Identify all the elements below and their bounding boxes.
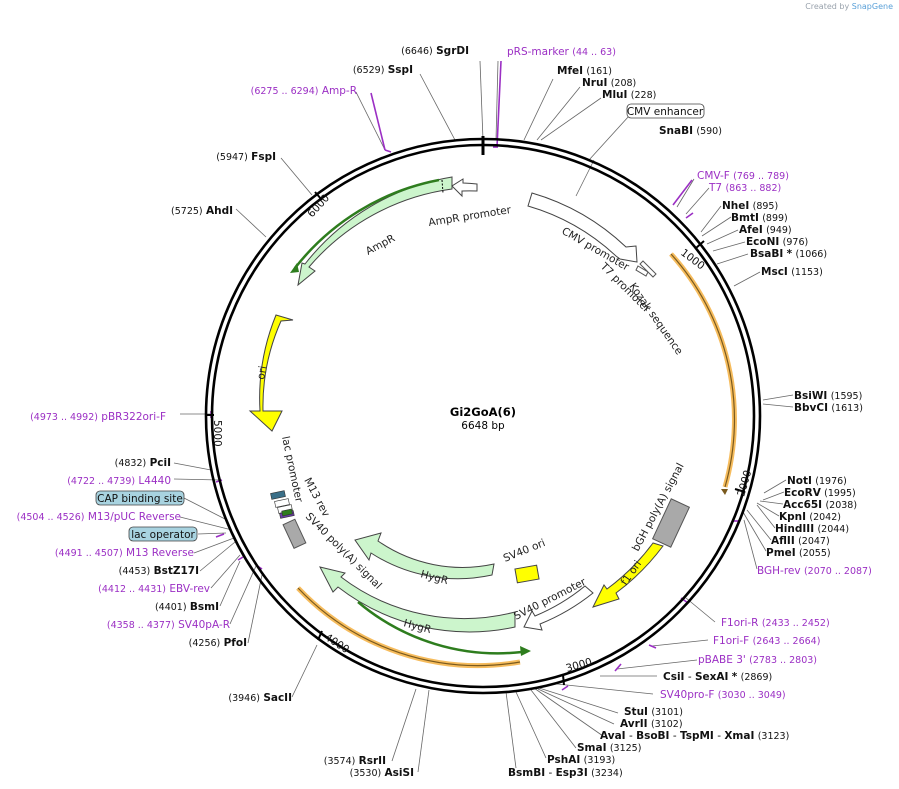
feature-ampr-promoter: AmpR promoter xyxy=(428,204,513,229)
site-msci: MscI (1153) xyxy=(761,266,823,278)
feature-f1-ori: f1 ori xyxy=(619,558,645,587)
site-avrii: AvrII (3102) xyxy=(620,718,683,730)
hygr-green-arrowhead xyxy=(520,646,531,656)
cds-orange-arc-right xyxy=(669,252,737,488)
feature-m13-rev: M13 rev xyxy=(301,476,332,519)
site-pfoi: (4256) PfoI xyxy=(189,637,247,649)
credit-prefix: Created by xyxy=(805,2,850,11)
site-avai: AvaI - BsoBI - TspMI - XmaI (3123) xyxy=(600,730,789,742)
cds-orange-arc-bottom-line xyxy=(297,587,521,667)
site-fspi: (5947) FspI xyxy=(216,151,276,163)
t7-kozak-marks xyxy=(635,260,657,278)
ampr-boundary xyxy=(441,179,444,194)
site-stui: StuI (3101) xyxy=(624,706,683,718)
site-ecorv: EcoRV (1995) xyxy=(784,487,856,499)
snapgene-brand: SnapGene xyxy=(851,2,893,11)
primer-f1ori-f: F1ori-F (2643 .. 2664) xyxy=(713,635,820,647)
site-bsmbi: BsmBI - Esp3I (3234) xyxy=(508,767,623,779)
hygr-green-arc xyxy=(357,601,523,655)
primer-markers xyxy=(210,60,739,691)
lac-operator-box: lac operator xyxy=(128,526,198,542)
primer-l4440: (4722 .. 4739) L4440 xyxy=(67,475,171,487)
cmv-enhancer-label: CMV enhancer xyxy=(627,106,704,118)
primer-pbabe3: pBABE 3' (2783 .. 2803) xyxy=(698,654,817,666)
site-nhei: NheI (895) xyxy=(722,200,778,212)
site-bmti: BmtI (899) xyxy=(731,212,788,224)
site-kpni: KpnI (2042) xyxy=(779,511,841,523)
site-rsrii: (3574) RsrII xyxy=(324,755,386,767)
sv40-ori-box xyxy=(514,564,540,584)
feature-sv40-ori: SV40 ori xyxy=(502,537,547,565)
cap-binding-label: CAP binding site xyxy=(97,493,183,505)
ampr-promoter-arrow xyxy=(451,178,478,198)
site-acc65i: Acc65I (2038) xyxy=(783,499,857,511)
site-sacii: (3946) SacII xyxy=(228,692,292,704)
cmv-promoter-arrow xyxy=(527,192,638,263)
site-noti: NotI (1976) xyxy=(787,475,847,487)
site-bsmi: (4401) BsmI xyxy=(155,601,219,613)
site-pshai: PshAI (3193) xyxy=(547,754,615,766)
site-sgrdi: (6646) SgrDI xyxy=(401,45,469,57)
primer-ebv-rev: (4412 .. 4431) EBV-rev xyxy=(98,583,210,595)
site-mfei: MfeI (161) xyxy=(557,65,612,77)
lac-region-marks xyxy=(270,490,307,549)
primer-bgh-rev: BGH-rev (2070 .. 2087) xyxy=(757,565,872,577)
site-sspi: (6529) SspI xyxy=(353,64,413,76)
primer-sv40pro-f: SV40pro-F (3030 .. 3049) xyxy=(660,689,786,701)
primer-prs-marker: pRS-marker (44 .. 63) xyxy=(507,46,616,58)
ampr-green-arc xyxy=(294,178,440,269)
hygr-outer-arrow xyxy=(319,566,516,633)
cds-orange-arc-right-line xyxy=(670,253,735,488)
primer-t7: T7 (863 .. 882) xyxy=(708,182,781,194)
site-nrui: NruI (208) xyxy=(582,77,636,89)
lac-operator-label: lac operator xyxy=(131,529,195,541)
primer-sv40pa-r: (4358 .. 4377) SV40pA-R xyxy=(107,619,230,631)
f1-ori-arrow xyxy=(592,542,664,608)
site-asisi: (3530) AsiSI xyxy=(350,767,414,779)
tick-6000: 6000 xyxy=(305,192,332,220)
site-aflii: AflII (2047) xyxy=(771,535,830,547)
site-afei: AfeI (949) xyxy=(739,224,792,236)
bgh-polya-box xyxy=(651,498,691,548)
primer-amp-r: (6275 .. 6294) Amp-R xyxy=(251,85,357,97)
primer-pbr322ori-f: (4973 .. 4992) pBR322ori-F xyxy=(30,411,166,423)
plasmid-length: 6648 bp xyxy=(461,420,505,432)
site-smai: SmaI (3125) xyxy=(577,742,641,754)
site-bbvci: BbvCI (1613) xyxy=(794,402,863,414)
site-hindiii: HindIII (2044) xyxy=(775,523,849,535)
site-econi: EcoNI (976) xyxy=(746,236,808,248)
cap-binding-box: CAP binding site xyxy=(95,490,185,506)
plasmid-name: Gi2GoA(6) xyxy=(450,405,516,419)
snapgene-credit: Created by SnapGene xyxy=(805,2,893,11)
hygr-inner-arrow xyxy=(354,532,495,580)
ori-arrow xyxy=(248,314,294,432)
feature-kozak: Kozak sequence xyxy=(627,281,685,357)
feature-ori: ori xyxy=(255,365,269,381)
tick-5000: 5000 xyxy=(211,420,223,447)
feature-ampr: AmpR xyxy=(364,232,397,257)
cmv-enhancer-box: CMV enhancer xyxy=(626,103,705,119)
site-pcii: (4832) PciI xyxy=(115,457,171,469)
cds-orange-arrowhead-right xyxy=(721,489,728,495)
primer-m13puc-reverse: (4504 .. 4526) M13/pUC Reverse xyxy=(17,511,181,523)
primer-m13-reverse: (4491 .. 4507) M13 Reverse xyxy=(55,547,194,559)
site-snabi: SnaBI (590) xyxy=(659,125,722,137)
site-bsiwi: BsiWI (1595) xyxy=(794,390,862,402)
ampr-green-arrowhead xyxy=(290,263,299,273)
site-csii: CsiI - SexAI * (2869) xyxy=(663,671,772,683)
primer-f1ori-r: F1ori-R (2433 .. 2452) xyxy=(721,617,830,629)
site-bsabi: BsaBI * (1066) xyxy=(750,248,827,260)
primer-cmv-f: CMV-F (769 .. 789) xyxy=(697,170,789,182)
site-mlui: MluI (228) xyxy=(602,89,656,101)
sv40-promoter-arrow xyxy=(523,585,594,631)
site-pmei: PmeI (2055) xyxy=(766,547,831,559)
site-ahdi: (5725) AhdI xyxy=(171,205,233,217)
site-bstz17i: (4453) BstZ17I xyxy=(119,565,199,577)
scale-ticks xyxy=(205,191,746,686)
